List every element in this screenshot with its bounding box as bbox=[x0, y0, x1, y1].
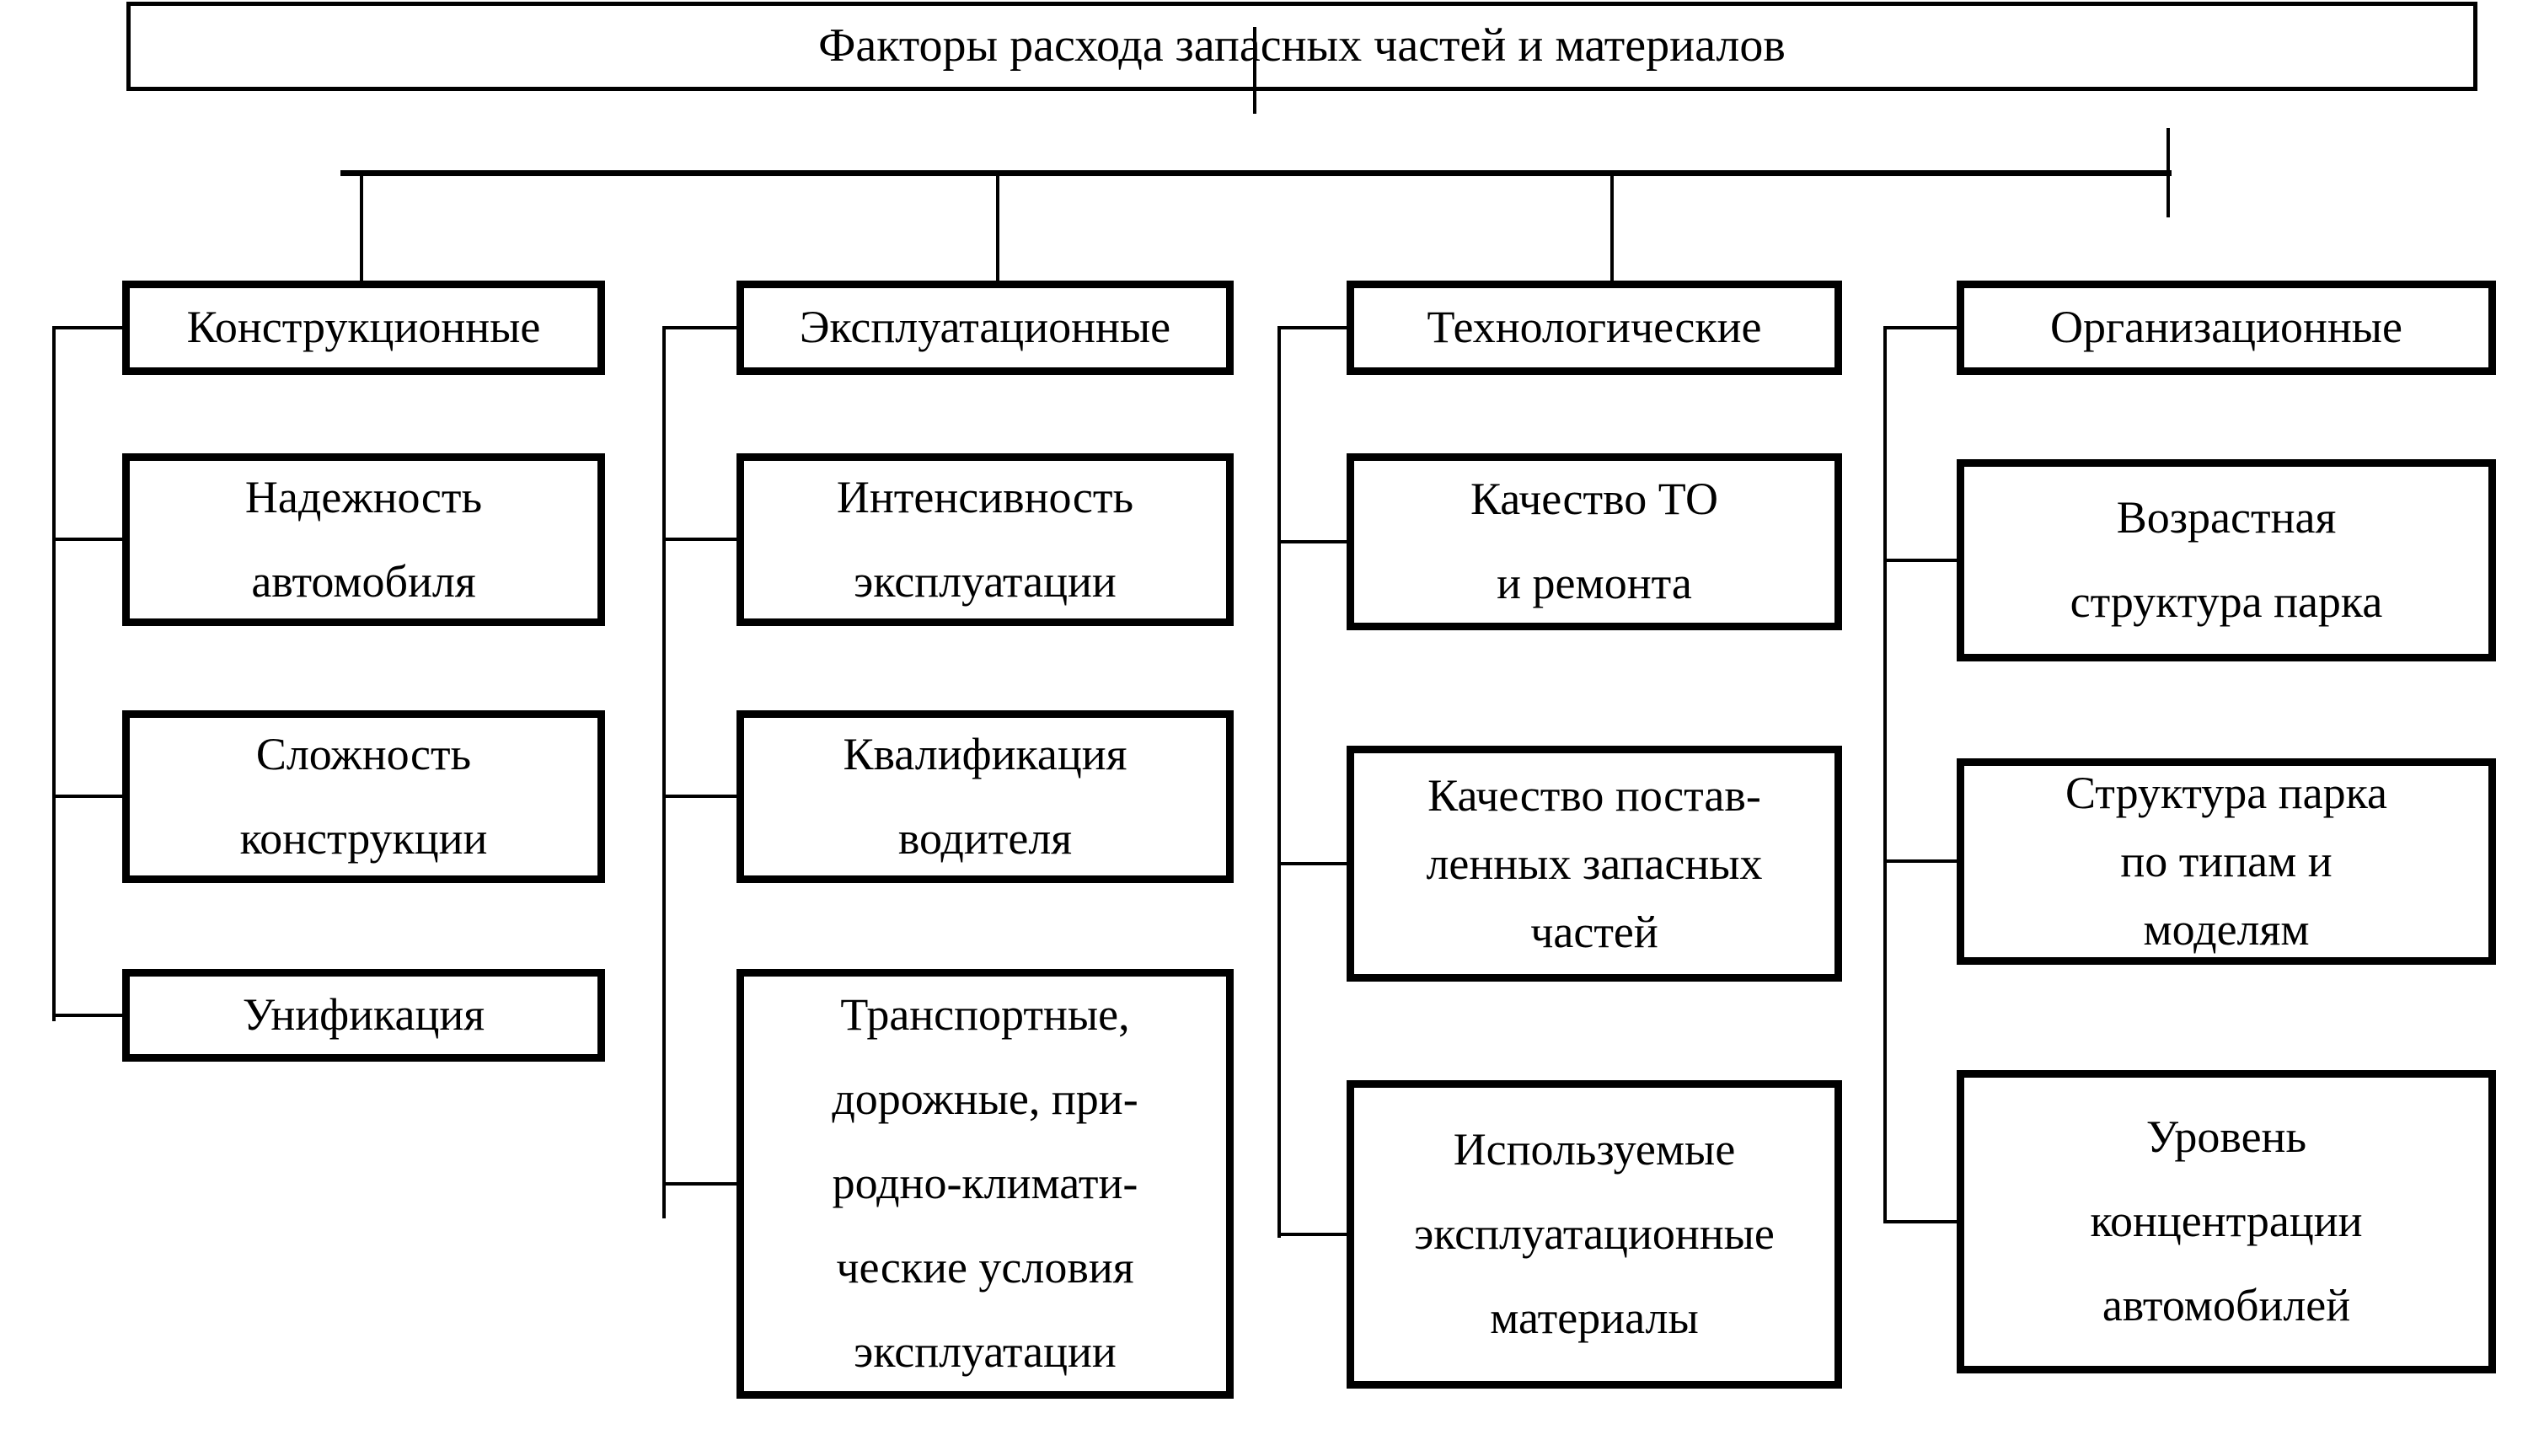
connector-stub bbox=[662, 538, 736, 541]
factor-box: Интенсивность эксплуатации bbox=[736, 453, 1234, 626]
connector-stub bbox=[52, 538, 122, 541]
category-label: Эксплуатационные bbox=[799, 302, 1171, 353]
factor-label: Уровень концентрации автомобилей bbox=[2090, 1111, 2363, 1330]
factor-label: Интенсивность эксплуатации bbox=[836, 471, 1134, 607]
factor-label: Надежность автомобиля bbox=[244, 471, 483, 607]
connector-stub-header-technological bbox=[1277, 326, 1347, 329]
factor-box: Транспортные, дорожные, при- родно-клима… bbox=[736, 969, 1234, 1399]
factor-label: Транспортные, дорожные, при- родно-клима… bbox=[832, 989, 1138, 1377]
connector-title-stub bbox=[1253, 27, 1256, 114]
connector-stub bbox=[1883, 1220, 1957, 1223]
factor-box: Унификация bbox=[122, 969, 605, 1062]
connector-spine-technological bbox=[1277, 326, 1281, 1238]
category-label: Конструкционные bbox=[186, 302, 541, 353]
root-factor-box: Факторы расхода запасных частей и матери… bbox=[126, 2, 2477, 91]
factor-box: Уровень концентрации автомобилей bbox=[1957, 1070, 2496, 1373]
factor-label: Качество постав- ленных запасных частей bbox=[1426, 769, 1763, 957]
connector-drop-technological bbox=[1610, 176, 1614, 281]
factor-box: Сложность конструкции bbox=[122, 710, 605, 883]
connector-stub-header-constructional bbox=[52, 326, 122, 329]
category-label: Технологические bbox=[1427, 302, 1762, 353]
factor-label: Унификация bbox=[242, 989, 485, 1041]
connector-stub bbox=[1277, 862, 1347, 865]
category-box-technological: Технологические bbox=[1347, 281, 1842, 375]
connector-stub bbox=[662, 1182, 736, 1186]
factor-box: Надежность автомобиля bbox=[122, 453, 605, 626]
connector-stub bbox=[52, 795, 122, 798]
connector-spine-operational bbox=[662, 326, 666, 1218]
connector-spine-constructional bbox=[52, 326, 56, 1021]
connector-stub-header-organizational bbox=[1883, 326, 1957, 329]
factor-box: Возрастная структура парка bbox=[1957, 459, 2496, 661]
connector-drop-constructional bbox=[360, 176, 363, 281]
connector-stub bbox=[52, 1014, 122, 1017]
connector-drop-organizational bbox=[2166, 128, 2170, 217]
root-factor-label: Факторы расхода запасных частей и матери… bbox=[818, 19, 1786, 72]
connector-stub bbox=[1883, 559, 1957, 562]
connector-stub bbox=[1277, 540, 1347, 543]
factor-box: Качество постав- ленных запасных частей bbox=[1347, 746, 1842, 982]
category-box-operational: Эксплуатационные bbox=[736, 281, 1234, 375]
connector-drop-operational bbox=[996, 176, 999, 281]
connector-stub bbox=[1883, 859, 1957, 863]
factor-label: Структура парка по типам и моделям bbox=[2065, 768, 2387, 955]
category-label: Организационные bbox=[2049, 302, 2403, 353]
connector-spine-organizational bbox=[1883, 326, 1887, 1223]
factor-box: Квалификация водителя bbox=[736, 710, 1234, 883]
factor-box: Качество ТО и ремонта bbox=[1347, 453, 1842, 630]
factor-label: Квалификация водителя bbox=[843, 728, 1127, 864]
factor-label: Используемые эксплуатационные материалы bbox=[1414, 1124, 1775, 1343]
factor-label: Сложность конструкции bbox=[239, 728, 488, 864]
factor-label: Возрастная структура парка bbox=[2070, 492, 2383, 627]
category-box-constructional: Конструкционные bbox=[122, 281, 605, 375]
connector-stub bbox=[1277, 1233, 1347, 1236]
connector-stub bbox=[662, 795, 736, 798]
category-box-organizational: Организационные bbox=[1957, 281, 2496, 375]
factor-label: Качество ТО и ремонта bbox=[1470, 474, 1719, 608]
connector-stub-header-operational bbox=[662, 326, 736, 329]
factor-box: Структура парка по типам и моделям bbox=[1957, 758, 2496, 965]
connector-trunk-line bbox=[340, 170, 2172, 176]
factor-box: Используемые эксплуатационные материалы bbox=[1347, 1080, 1842, 1389]
